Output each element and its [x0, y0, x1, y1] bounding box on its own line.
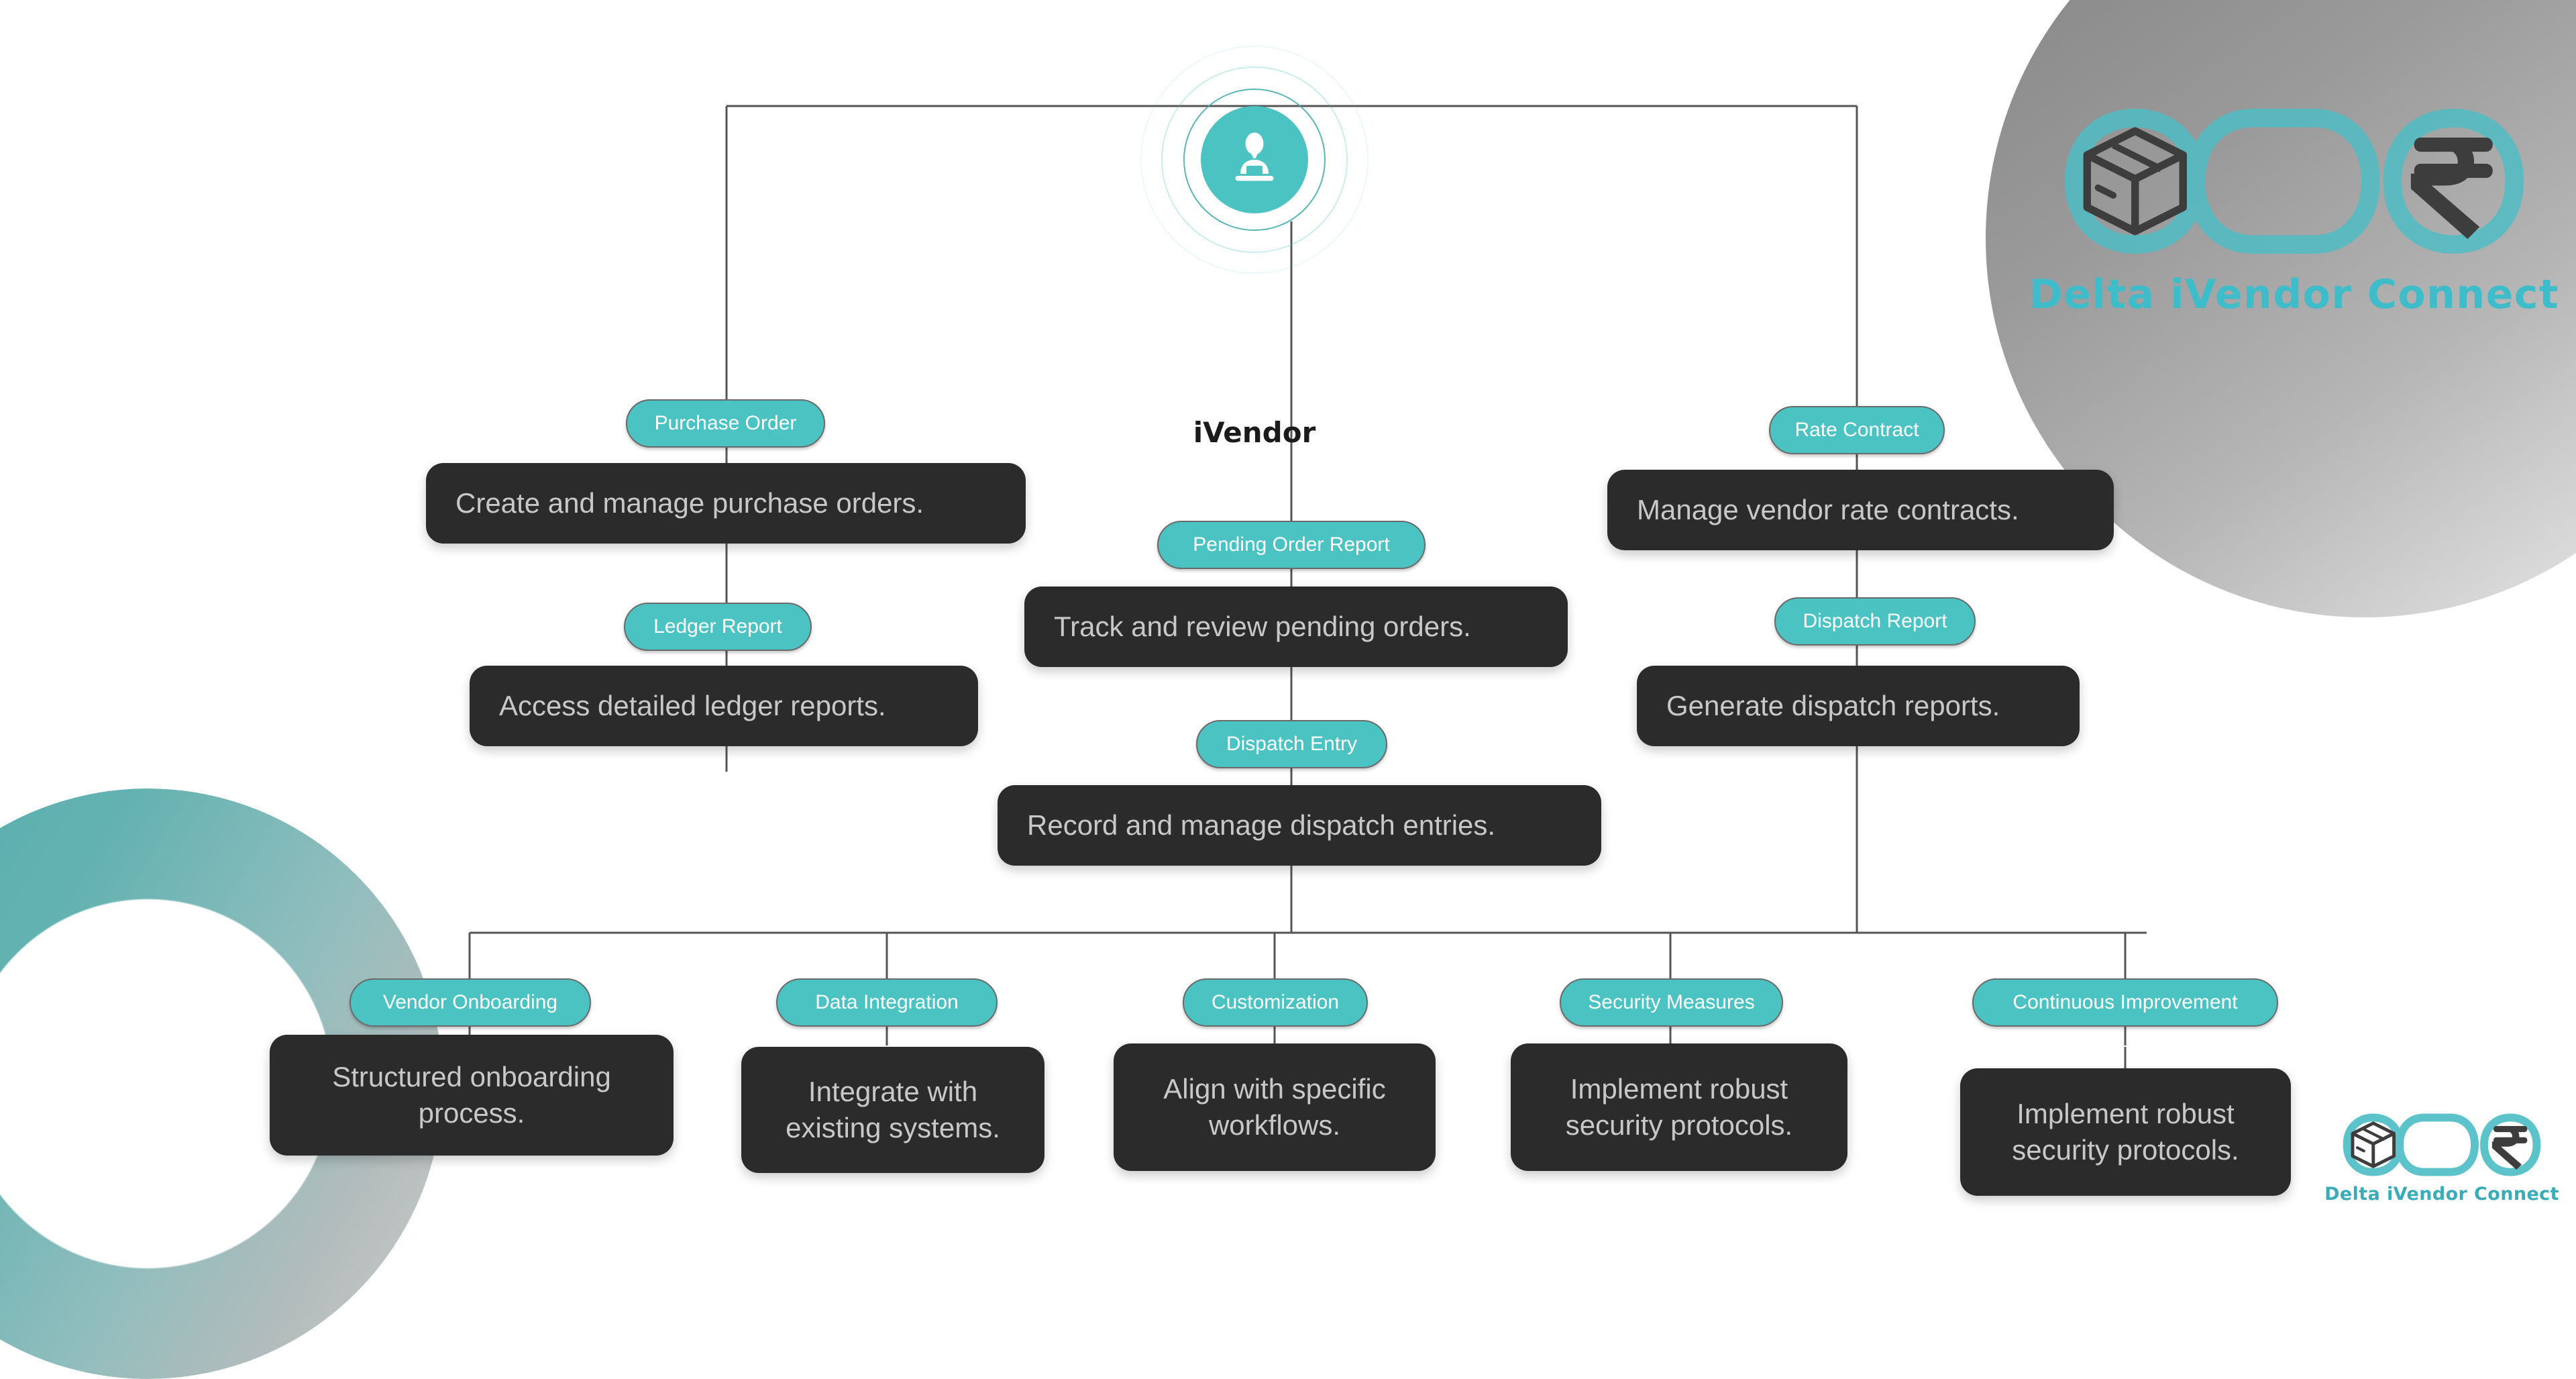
pill-label: Continuous Improvement — [2012, 991, 2238, 1013]
vendor-person-at-desk-icon — [1235, 132, 1274, 181]
card-customization[interactable]: Align with specific workflows. — [1114, 1043, 1436, 1171]
pill-label: Customization — [1211, 991, 1340, 1013]
pill-label: Purchase Order — [654, 412, 797, 434]
pill-rate-contract[interactable]: Rate Contract — [1769, 406, 1945, 454]
card-text: Align with specific workflows. — [1163, 1073, 1386, 1141]
brand-wordmark: Delta iVendor Connect — [2324, 1184, 2559, 1205]
pill-dispatch-entry[interactable]: Dispatch Entry — [1196, 720, 1387, 768]
root-disc — [1201, 106, 1308, 213]
pill-label: Pending Order Report — [1193, 533, 1390, 556]
card-ledger-report[interactable]: Access detailed ledger reports. — [470, 666, 978, 746]
card-text: Implement robust security protocols. — [1565, 1073, 1793, 1141]
pill-pending-order-report[interactable]: Pending Order Report — [1157, 521, 1426, 569]
card-text: Integrate with existing systems. — [786, 1076, 1000, 1143]
card-text: Structured onboarding process. — [332, 1061, 611, 1129]
brand-logo-watermark: Delta iVendor Connect — [2324, 1107, 2559, 1205]
pill-continuous-improvement[interactable]: Continuous Improvement — [1972, 978, 2278, 1027]
card-vendor-onboarding[interactable]: Structured onboarding process. — [270, 1035, 674, 1156]
card-continuous-improvement[interactable]: Implement robust security protocols. — [1960, 1068, 2291, 1196]
pill-data-integration[interactable]: Data Integration — [776, 978, 998, 1027]
pill-label: Dispatch Report — [1803, 610, 1947, 632]
infinity-loop-icon — [2343, 1113, 2541, 1176]
card-text: Create and manage purchase orders. — [455, 487, 924, 519]
card-text: Access detailed ledger reports. — [499, 690, 886, 722]
card-pending-order-report[interactable]: Track and review pending orders. — [1024, 586, 1568, 667]
card-text: Implement robust security protocols. — [2012, 1098, 2239, 1166]
root-halo-outer — [1140, 46, 1368, 274]
package-box-icon — [2083, 127, 2187, 236]
brand-logo-hero: Delta iVendor Connect — [2029, 94, 2559, 318]
pill-customization[interactable]: Customization — [1183, 978, 1368, 1027]
card-text: Manage vendor rate contracts. — [1637, 494, 2019, 526]
pill-label: Ledger Report — [653, 615, 782, 637]
card-dispatch-entry[interactable]: Record and manage dispatch entries. — [998, 785, 1601, 866]
card-purchase-order[interactable]: Create and manage purchase orders. — [426, 463, 1026, 544]
pill-vendor-onboarding[interactable]: Vendor Onboarding — [350, 978, 591, 1027]
package-box-icon — [2351, 1121, 2396, 1168]
card-data-integration[interactable]: Integrate with existing systems. — [741, 1047, 1044, 1173]
pill-label: Data Integration — [815, 991, 959, 1013]
card-rate-contract[interactable]: Manage vendor rate contracts. — [1607, 470, 2114, 550]
pill-dispatch-report[interactable]: Dispatch Report — [1774, 597, 1976, 646]
brand-wordmark: Delta iVendor Connect — [2029, 271, 2560, 318]
indian-rupee-icon — [2410, 138, 2493, 240]
card-text: Generate dispatch reports. — [1666, 690, 2000, 722]
card-dispatch-report[interactable]: Generate dispatch reports. — [1637, 666, 2080, 746]
card-text: Record and manage dispatch entries. — [1027, 809, 1496, 841]
root-label: iVendor — [1193, 416, 1316, 449]
card-text: Track and review pending orders. — [1054, 611, 1471, 643]
pill-label: Rate Contract — [1794, 419, 1919, 441]
root-halo-inner — [1183, 89, 1326, 231]
card-security-measures[interactable]: Implement robust security protocols. — [1511, 1043, 1847, 1171]
root-node-ivendor[interactable] — [1140, 46, 1368, 274]
pill-security-measures[interactable]: Security Measures — [1560, 978, 1783, 1027]
indian-rupee-icon — [2491, 1126, 2528, 1170]
infinity-loop-icon — [2064, 108, 2524, 254]
root-halo-middle — [1161, 66, 1348, 253]
pill-purchase-order[interactable]: Purchase Order — [626, 399, 825, 448]
pill-label: Vendor Onboarding — [382, 991, 558, 1013]
pill-label: Security Measures — [1588, 991, 1755, 1013]
pill-label: Dispatch Entry — [1226, 733, 1358, 755]
pill-ledger-report[interactable]: Ledger Report — [624, 603, 812, 651]
